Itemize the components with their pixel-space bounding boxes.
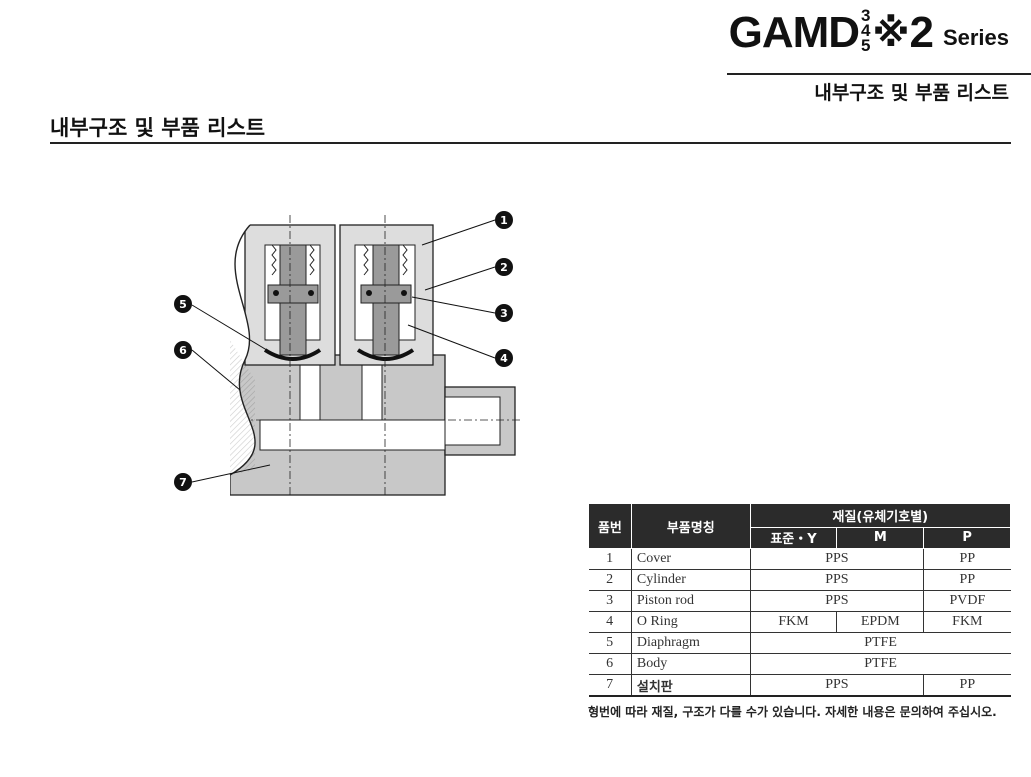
svg-text:4: 4 bbox=[500, 352, 508, 365]
table-row: 5 Diaphragm PTFE bbox=[588, 632, 1011, 654]
callout-2: 2 bbox=[495, 258, 513, 276]
svg-text:3: 3 bbox=[500, 307, 508, 320]
callout-3: 3 bbox=[495, 304, 513, 322]
diaphragm-part bbox=[263, 348, 322, 361]
header-material: 재질(유체기호별) bbox=[749, 503, 1012, 528]
table-row: 4 O Ring FKM EPDM FKM bbox=[588, 611, 1011, 633]
series-title: GAMD 3 4 5 ※ 2 Series bbox=[728, 6, 1009, 57]
header-part-name: 부품명칭 bbox=[630, 503, 751, 549]
model-cross-symbol: ※ bbox=[872, 11, 910, 55]
callout-6: 6 bbox=[174, 341, 192, 359]
parts-list-table: 품번 부품명칭 재질(유체기호별) 표준・Y M P 1 Cover PPS P… bbox=[588, 503, 1012, 697]
svg-text:1: 1 bbox=[500, 214, 508, 227]
header-m: M bbox=[836, 526, 925, 550]
svg-text:7: 7 bbox=[179, 476, 187, 489]
size-5: 5 bbox=[861, 36, 871, 55]
header-standard-y: 표준・Y bbox=[749, 526, 838, 550]
callout-4: 4 bbox=[495, 349, 513, 367]
svg-text:5: 5 bbox=[179, 298, 187, 311]
callout-5: 5 bbox=[174, 295, 192, 313]
callout-1: 1 bbox=[495, 211, 513, 229]
header-rule bbox=[727, 73, 1031, 75]
table-row: 7 설치판 PPS PP bbox=[588, 674, 1011, 697]
table-row: 6 Body PTFE bbox=[588, 653, 1011, 675]
header-part-number: 품번 bbox=[588, 503, 632, 549]
size-4: 4 bbox=[861, 21, 871, 40]
table-row: 3 Piston rod PPS PVDF bbox=[588, 590, 1011, 612]
table-row: 1 Cover PPS PP bbox=[588, 548, 1011, 570]
section-rule bbox=[50, 142, 1011, 144]
footnote: 형번에 따라 재질, 구조가 다를 수가 있습니다. 자세한 내용은 문의하여 … bbox=[588, 705, 997, 719]
svg-text:2: 2 bbox=[500, 261, 508, 274]
model-suffix: 2 bbox=[909, 8, 934, 57]
section-title: 내부구조 및 부품 리스트 bbox=[50, 116, 266, 140]
internal-structure-diagram: 1 2 3 4 5 6 7 bbox=[140, 200, 520, 500]
model-name: GAMD bbox=[728, 8, 860, 57]
svg-text:6: 6 bbox=[179, 344, 187, 357]
header-subtitle: 내부구조 및 부품 리스트 bbox=[814, 82, 1009, 104]
model-size-stack: 3 4 5 bbox=[861, 6, 871, 55]
size-3: 3 bbox=[861, 6, 871, 25]
callout-7: 7 bbox=[174, 473, 192, 491]
table-row: 2 Cylinder PPS PP bbox=[588, 569, 1011, 591]
header-p: P bbox=[923, 526, 1011, 550]
series-label: Series bbox=[942, 25, 1009, 50]
